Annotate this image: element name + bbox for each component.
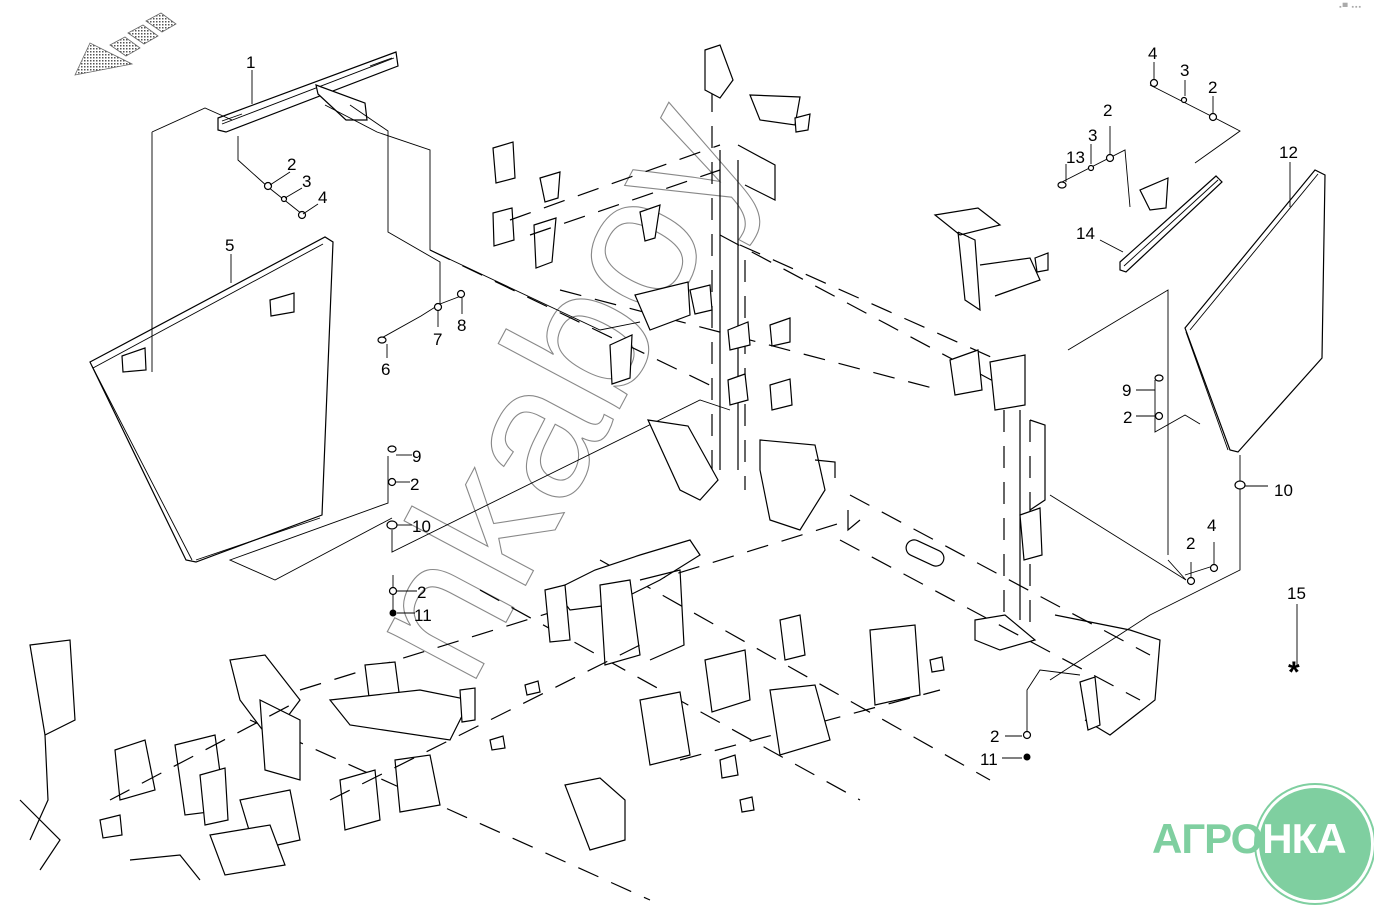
svg-text:3: 3 [1180, 61, 1189, 80]
svg-text:2: 2 [990, 727, 999, 746]
bolt-icon [377, 336, 387, 344]
agronka-logo: АГРОНКА [1152, 785, 1374, 905]
washer-icon [263, 181, 273, 191]
bolt-icon [1057, 181, 1067, 189]
washer-icon [1154, 411, 1164, 421]
svg-text:6: 6 [381, 360, 390, 379]
callout-1: 1 [246, 53, 255, 104]
logo-text-left: АГРО [1152, 815, 1263, 862]
callouts: 1 2 3 4 5 6 7 8 9 2 10 2 11 4 3 2 2 3 13… [225, 44, 1306, 769]
svg-text:12: 12 [1279, 143, 1298, 162]
svg-text:2: 2 [410, 475, 419, 494]
callout-5: 5 [225, 236, 234, 283]
svg-text:2: 2 [287, 155, 296, 174]
svg-text:9: 9 [1122, 381, 1131, 400]
spacer-icon [1234, 480, 1246, 490]
callout-10: 10 [1245, 481, 1293, 500]
washer-icon [1208, 112, 1218, 122]
callout-2: 2 [1186, 534, 1195, 577]
svg-text:4: 4 [1207, 516, 1216, 535]
callout-2: 2 [1123, 408, 1155, 427]
washer-icon [1022, 730, 1032, 740]
callout-2: 2 [269, 155, 296, 186]
washer-icon [433, 302, 443, 312]
svg-text:2: 2 [1123, 408, 1132, 427]
svg-text:1: 1 [246, 53, 255, 72]
svg-text:11: 11 [414, 606, 432, 625]
logo-text: АГРОНКА [1152, 815, 1347, 863]
callout-2: 2 [396, 475, 419, 494]
svg-text:9: 9 [412, 447, 421, 466]
callout-11: 11 [980, 750, 1022, 769]
callout-15: 15 [1287, 584, 1306, 665]
svg-text:13: 13 [1066, 148, 1085, 167]
svg-text:4: 4 [318, 188, 327, 207]
washer-icon [1105, 153, 1115, 163]
lock-washer-icon [1087, 164, 1095, 172]
callout-9: 9 [396, 447, 421, 466]
svg-text:10: 10 [1274, 481, 1293, 500]
bolt-icon [387, 445, 397, 453]
direction-of-travel-arrow-icon [74, 12, 177, 76]
nut-icon [1023, 753, 1031, 761]
svg-text:4: 4 [1148, 44, 1157, 63]
nut-icon [1149, 78, 1159, 88]
callout-4: 4 [1207, 516, 1216, 564]
corner-mark: ▪▀ ▪▪▪ [1339, 4, 1362, 11]
nut-icon [389, 609, 397, 617]
svg-text:2: 2 [417, 583, 426, 602]
svg-text:*: * [1288, 656, 1300, 689]
main-frame [19, 44, 1161, 901]
svg-text:3: 3 [302, 172, 311, 191]
svg-text:10: 10 [412, 517, 431, 536]
leader-lines [151, 84, 1241, 733]
washer-icon [1186, 576, 1196, 586]
svg-text:2: 2 [1103, 101, 1112, 120]
callout-4: 4 [302, 188, 327, 215]
nut-icon [456, 289, 466, 299]
svg-text:2: 2 [1208, 78, 1217, 97]
callout-11: 11 [397, 606, 432, 625]
lock-washer-icon [1180, 96, 1188, 104]
callout-12: 12 [1279, 143, 1298, 207]
callout-2: 2 [990, 727, 1022, 746]
callout-8: 8 [457, 298, 466, 335]
bolt-icon [1154, 374, 1164, 382]
svg-text:7: 7 [433, 330, 442, 349]
callout-2: 2 [1208, 78, 1217, 113]
spacer-icon [386, 520, 398, 530]
svg-text:8: 8 [457, 316, 466, 335]
callout-9: 9 [1122, 381, 1155, 400]
callout-10: 10 [397, 517, 431, 536]
callout-2: 2 [397, 583, 426, 602]
callout-3: 3 [1088, 126, 1097, 164]
callout-13: 13 [1065, 148, 1085, 182]
nut-icon [1209, 563, 1219, 573]
callout-6: 6 [381, 344, 390, 379]
logo-circle [1256, 785, 1374, 903]
callout-3: 3 [284, 172, 311, 199]
logo-text-right: НКА [1262, 815, 1346, 862]
callout-14: 14 [1076, 224, 1124, 253]
svg-text:11: 11 [980, 750, 998, 769]
svg-text:3: 3 [1088, 126, 1097, 145]
svg-text:2: 2 [1186, 534, 1195, 553]
part-1-bracket [217, 51, 399, 133]
fasteners [263, 78, 1246, 761]
svg-text:14: 14 [1076, 224, 1095, 243]
svg-text:15: 15 [1287, 584, 1306, 603]
callout-3: 3 [1180, 61, 1189, 96]
callout-15-asterisk: * [1288, 656, 1300, 689]
callout-2: 2 [1103, 101, 1112, 154]
callout-4: 4 [1148, 44, 1157, 79]
svg-text:5: 5 [225, 236, 234, 255]
part-5-side-panel [89, 236, 334, 563]
washer-icon [387, 477, 397, 487]
callout-7: 7 [433, 311, 442, 349]
washer-icon [388, 586, 398, 596]
part-12-side-panel [1184, 169, 1326, 453]
part-14-bracket [1119, 175, 1223, 273]
